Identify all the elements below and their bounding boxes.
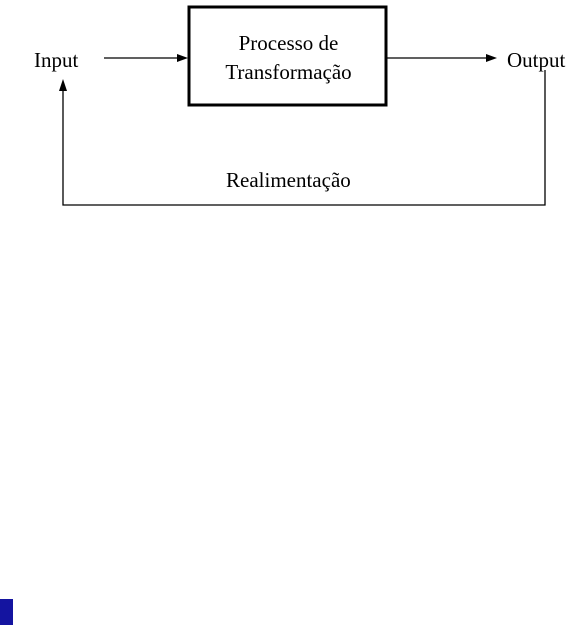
feedback-label: Realimentação [226, 168, 351, 192]
input-label: Input [34, 48, 78, 72]
feedback-arrowhead [59, 79, 67, 91]
input-to-process-arrowhead [177, 54, 188, 62]
process-label-line-2: Transformação [190, 60, 387, 84]
corner-marker [0, 599, 13, 625]
process-label-line-1: Processo de [190, 31, 387, 55]
process-to-output-arrowhead [486, 54, 497, 62]
output-label: Output [507, 48, 565, 72]
process-box [189, 7, 386, 105]
